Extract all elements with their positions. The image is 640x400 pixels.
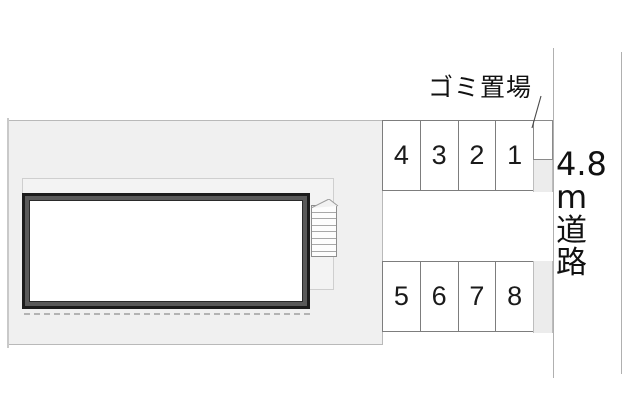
parking-stall-number: 2 <box>469 140 485 170</box>
stairs-icon <box>311 199 339 257</box>
road-label: 4.8 m 道 路 <box>556 145 616 281</box>
parking-row-lower: 5 6 7 8 <box>382 261 534 332</box>
parking-stall[interactable]: 3 <box>421 121 459 190</box>
stair-tread <box>312 239 336 245</box>
stair-tread <box>312 219 336 226</box>
parking-stall-number: 5 <box>393 281 409 311</box>
stair-tread <box>312 206 336 213</box>
parking-stall-number: 4 <box>393 140 409 170</box>
road-word-second: 路 <box>556 244 587 281</box>
parking-stall[interactable]: 7 <box>459 262 497 331</box>
road-word-first: 道 <box>556 212 587 249</box>
parking-stall[interactable]: 8 <box>496 262 533 331</box>
parking-stall[interactable]: 1 <box>496 121 533 190</box>
building-setback-dashed-line <box>24 313 310 315</box>
parking-stall[interactable]: 5 <box>383 262 421 331</box>
stairs-cap-icon <box>311 199 339 209</box>
parking-stall-number: 7 <box>469 281 485 311</box>
parking-stall-number: 3 <box>431 140 447 170</box>
parking-stall-number: 8 <box>507 281 523 311</box>
stair-tread <box>312 213 336 219</box>
road-width-value: 4.8 <box>556 145 607 183</box>
parking-stall[interactable]: 6 <box>421 262 459 331</box>
parking-row-upper: 4 3 2 1 <box>382 120 534 191</box>
road-outer-boundary-line <box>621 52 622 374</box>
parking-stall-number: 1 <box>507 140 523 170</box>
building-wall-band <box>25 196 307 306</box>
lot-right-edge-strip-upper <box>533 160 553 192</box>
apartment-building <box>22 193 310 309</box>
parking-stall-number: 6 <box>431 281 447 311</box>
garbage-area-label: ゴミ置場 <box>428 73 533 102</box>
lot-right-edge-strip-lower <box>533 261 553 333</box>
stair-tread <box>312 232 336 239</box>
parking-stall[interactable]: 4 <box>383 121 421 190</box>
stair-tread <box>312 226 336 232</box>
road-width-unit: m <box>556 178 588 217</box>
stair-tread <box>312 245 336 252</box>
parking-stall[interactable]: 2 <box>459 121 497 190</box>
garbage-area-box <box>533 120 553 160</box>
lot-left-boundary <box>7 118 9 348</box>
road-inner-boundary-line <box>553 48 554 378</box>
building-interior <box>29 200 303 302</box>
stairs-treads <box>311 205 337 257</box>
